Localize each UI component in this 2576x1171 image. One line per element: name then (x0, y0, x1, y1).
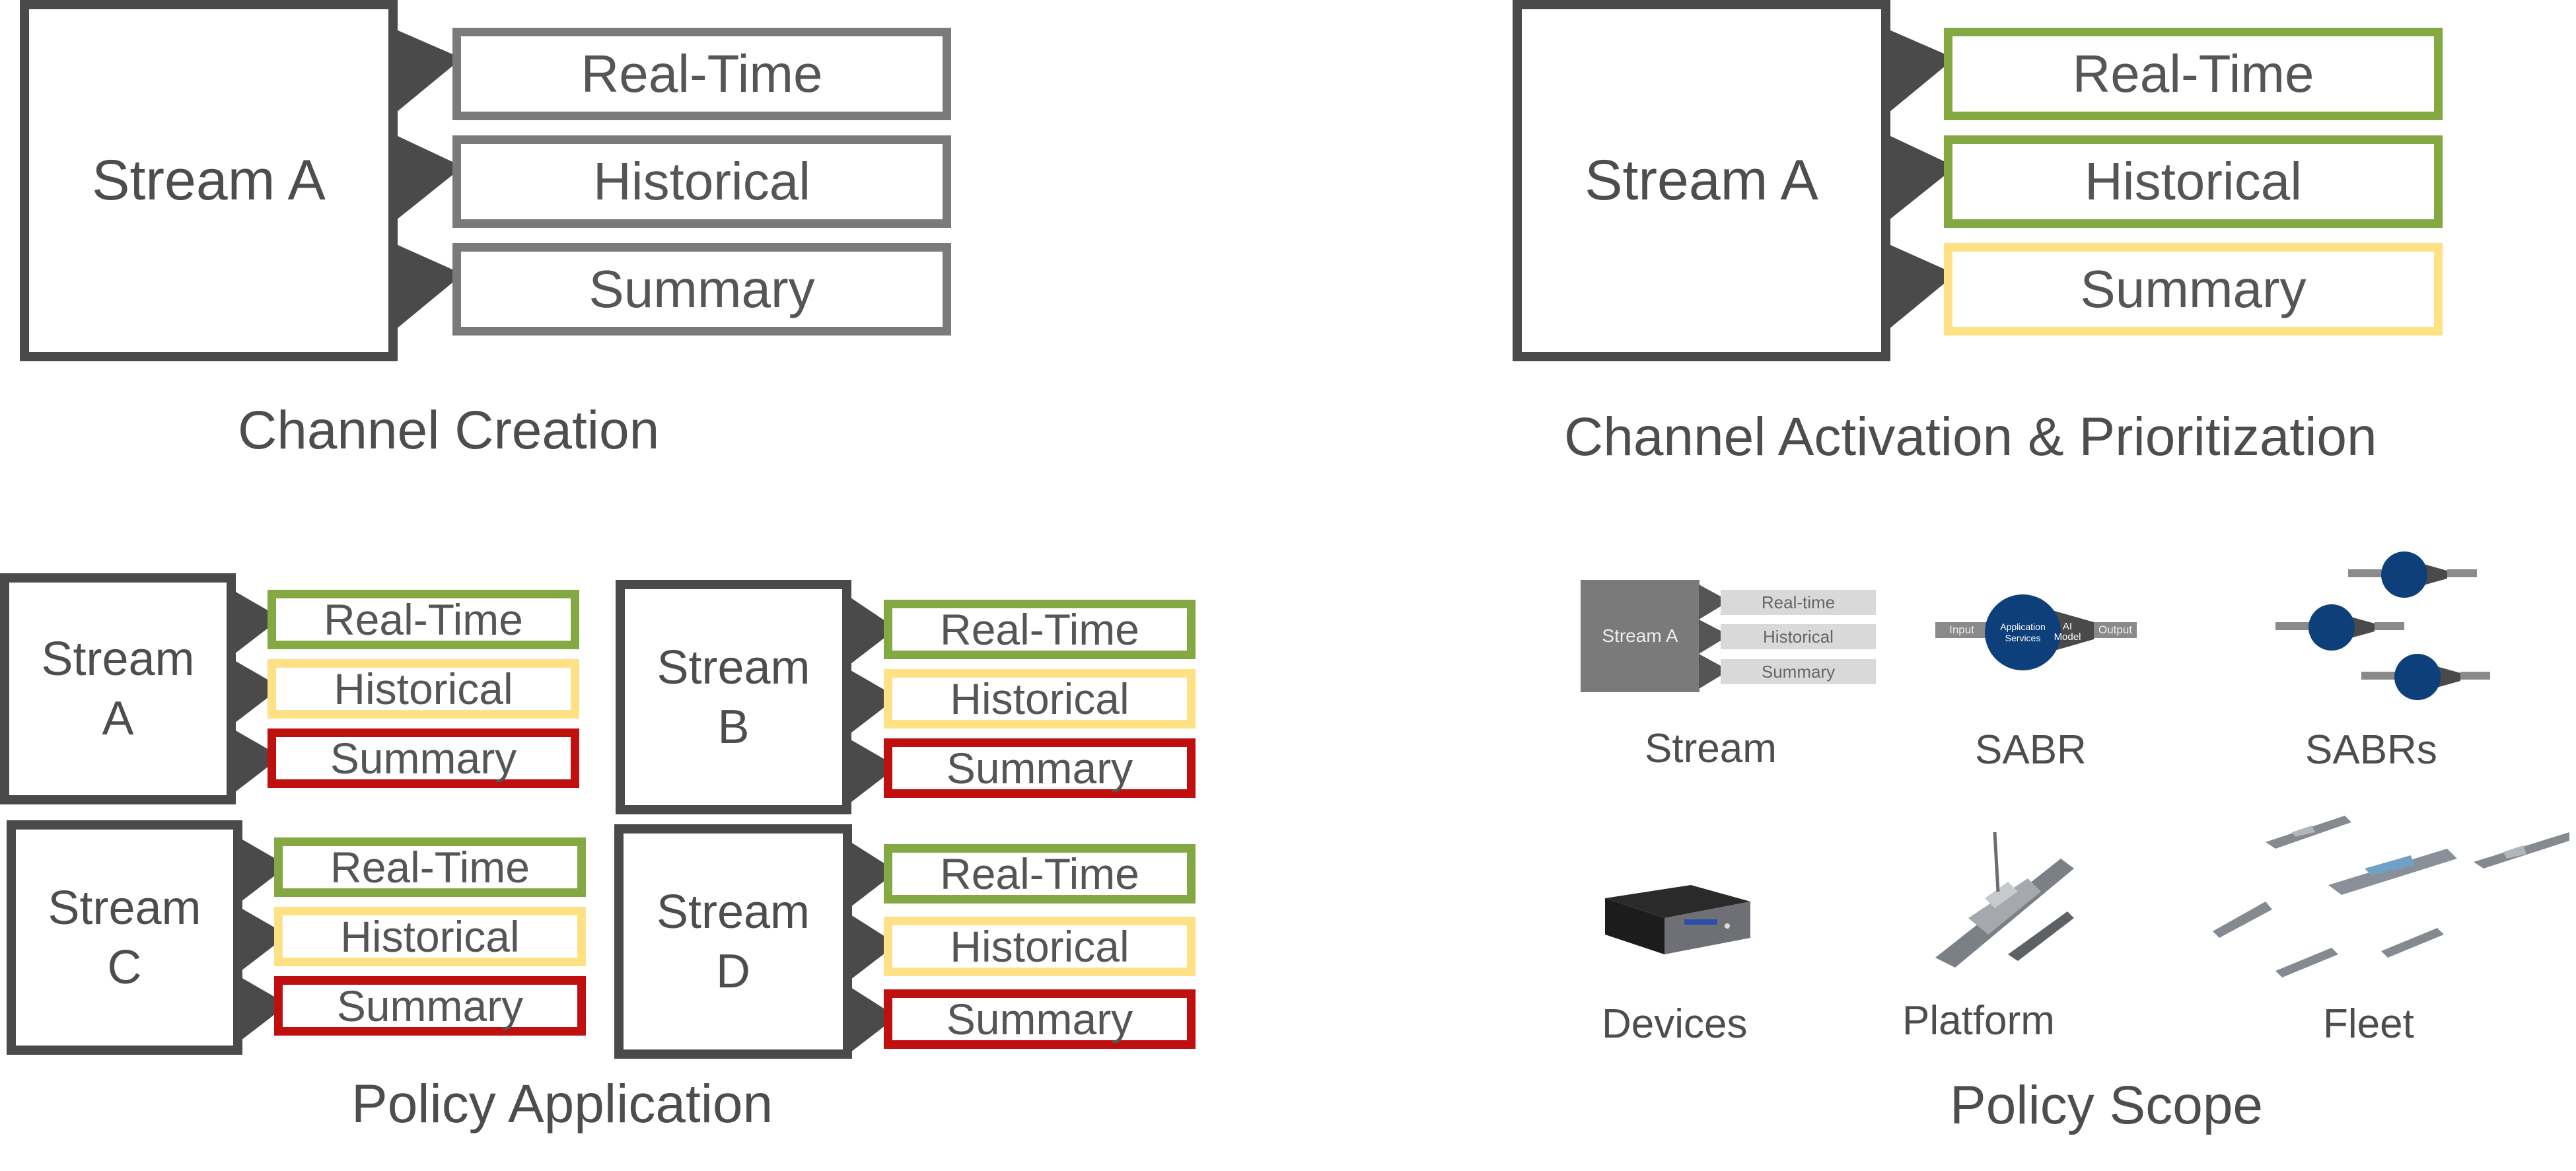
channel-label: Historical (593, 152, 810, 211)
channel-label: Real-Time (940, 849, 1139, 898)
channel-real-time: Real-Time (1944, 28, 2443, 120)
channel-historical: Historical (268, 659, 579, 719)
channel-label: Summary (2080, 260, 2307, 318)
channel-label: Summary (589, 260, 815, 318)
channel-real-time: Real-Time (884, 600, 1196, 659)
channel-historical: Historical (884, 917, 1196, 976)
sabr-input-bar (2275, 622, 2312, 630)
channel-label: Historical (2085, 152, 2302, 211)
channel-historical: Historical (884, 669, 1196, 728)
connectors (234, 591, 885, 1052)
stream-b-box: Stream B (616, 580, 851, 814)
fleet-image (2213, 816, 2569, 977)
channel-label: Real-Time (2072, 44, 2314, 103)
mini-channel-real-time: Real-time (1721, 590, 1876, 615)
channel-label: Real-time (1761, 592, 1836, 612)
channel-label: Historical (334, 664, 513, 713)
channel-label: Summary (946, 744, 1133, 793)
connectors (396, 30, 452, 329)
channel-summary: Summary (884, 738, 1196, 798)
stream-a-box: Stream A (1513, 0, 1890, 361)
mini-stream-box: Stream A (1581, 580, 1699, 692)
sabr-ai-model: AI Model (2051, 621, 2084, 643)
sabr-circle (2308, 604, 2355, 651)
channel-label: Summary (330, 734, 517, 783)
sabr-circle (2381, 551, 2427, 598)
channel-label: Summary (1761, 661, 1836, 682)
stream-letter: B (717, 700, 750, 754)
stream-c-box: Stream C (7, 820, 242, 1055)
sabr-unit-3 (2361, 651, 2493, 703)
sabr-output-bar (2447, 569, 2477, 577)
channel-label: Real-Time (940, 605, 1139, 654)
channel-label: Real-Time (581, 44, 823, 103)
stream-d-box: Stream D (614, 824, 852, 1059)
channel-historical: Historical (1944, 135, 2443, 228)
sabr-input-label: Input (1949, 623, 1974, 636)
channel-label: Real-Time (324, 595, 523, 644)
sabr-circle (2394, 654, 2441, 700)
channel-label: Historical (340, 912, 520, 961)
sabr-input: Input (1935, 622, 1988, 638)
connectors (1889, 30, 1945, 329)
label-sabr: SABR (1975, 727, 2087, 773)
channel-label: Summary (946, 995, 1133, 1044)
channel-real-time: Real-Time (884, 844, 1196, 904)
stream-a-box: Stream A (20, 0, 398, 361)
sabr-input-bar (2361, 672, 2398, 680)
stream-label: Stream (657, 641, 810, 694)
channel-label: Historical (950, 674, 1129, 723)
sabr-model-label: AI Model (2054, 620, 2081, 643)
stream-a-box: Stream A (0, 573, 236, 804)
sabr-output-bar (2460, 672, 2490, 680)
channel-real-time: Real-Time (268, 590, 579, 649)
stream-label: Stream A (92, 148, 326, 212)
label-platform: Platform (1902, 998, 2055, 1044)
stream-letter: A (102, 692, 134, 745)
mini-connectors (1699, 585, 1721, 689)
sabr-output-label: Output (2098, 623, 2133, 636)
channel-summary: Summary (884, 989, 1196, 1049)
sabr-model-wedge (2024, 602, 2094, 659)
channel-historical: Historical (452, 135, 951, 228)
platform-image (1935, 832, 2074, 968)
channel-summary: Summary (452, 243, 951, 336)
mini-channel-summary: Summary (1721, 659, 1876, 684)
sabr-unit-2 (2275, 601, 2408, 654)
channel-summary: Summary (268, 728, 579, 788)
label-fleet: Fleet (2323, 1001, 2414, 1047)
mini-channel-historical: Historical (1721, 624, 1876, 649)
stream-label: Stream A (1585, 148, 1818, 212)
device-image (1605, 885, 1750, 954)
channel-real-time: Real-Time (452, 28, 951, 120)
stream-letter: D (716, 944, 750, 998)
channel-label: Historical (1763, 626, 1834, 647)
caption-policy-application: Policy Application (351, 1074, 773, 1134)
sabr-center-label: Application Services (2000, 621, 2046, 643)
caption-policy-scope: Policy Scope (1950, 1075, 2264, 1135)
caption-channel-creation: Channel Creation (238, 400, 660, 460)
stream-label: Stream (41, 633, 195, 686)
sabr-application-services: Application Services (1985, 594, 2061, 670)
stream-label: Stream (656, 885, 810, 939)
label-stream: Stream (1645, 726, 1777, 771)
label-devices: Devices (1602, 1001, 1748, 1047)
stream-label: Stream (48, 881, 201, 935)
channel-label: Summary (336, 981, 524, 1030)
label-sabrs: SABRs (2305, 727, 2437, 773)
caption-channel-activation: Channel Activation & Prioritization (1564, 407, 2377, 467)
channel-historical: Historical (274, 907, 586, 966)
channel-label: Historical (950, 922, 1129, 971)
channel-summary: Summary (274, 976, 586, 1036)
sabr-output: Output (2094, 622, 2137, 638)
sabr-input-bar (2348, 569, 2384, 577)
sabr-output-bar (2375, 622, 2404, 630)
channel-real-time: Real-Time (274, 837, 586, 897)
channel-summary: Summary (1944, 243, 2443, 336)
channel-label: Real-Time (330, 843, 530, 892)
stream-label: Stream A (1602, 625, 1678, 646)
sabr-unit-1 (2348, 548, 2480, 601)
stream-letter: C (107, 940, 142, 994)
